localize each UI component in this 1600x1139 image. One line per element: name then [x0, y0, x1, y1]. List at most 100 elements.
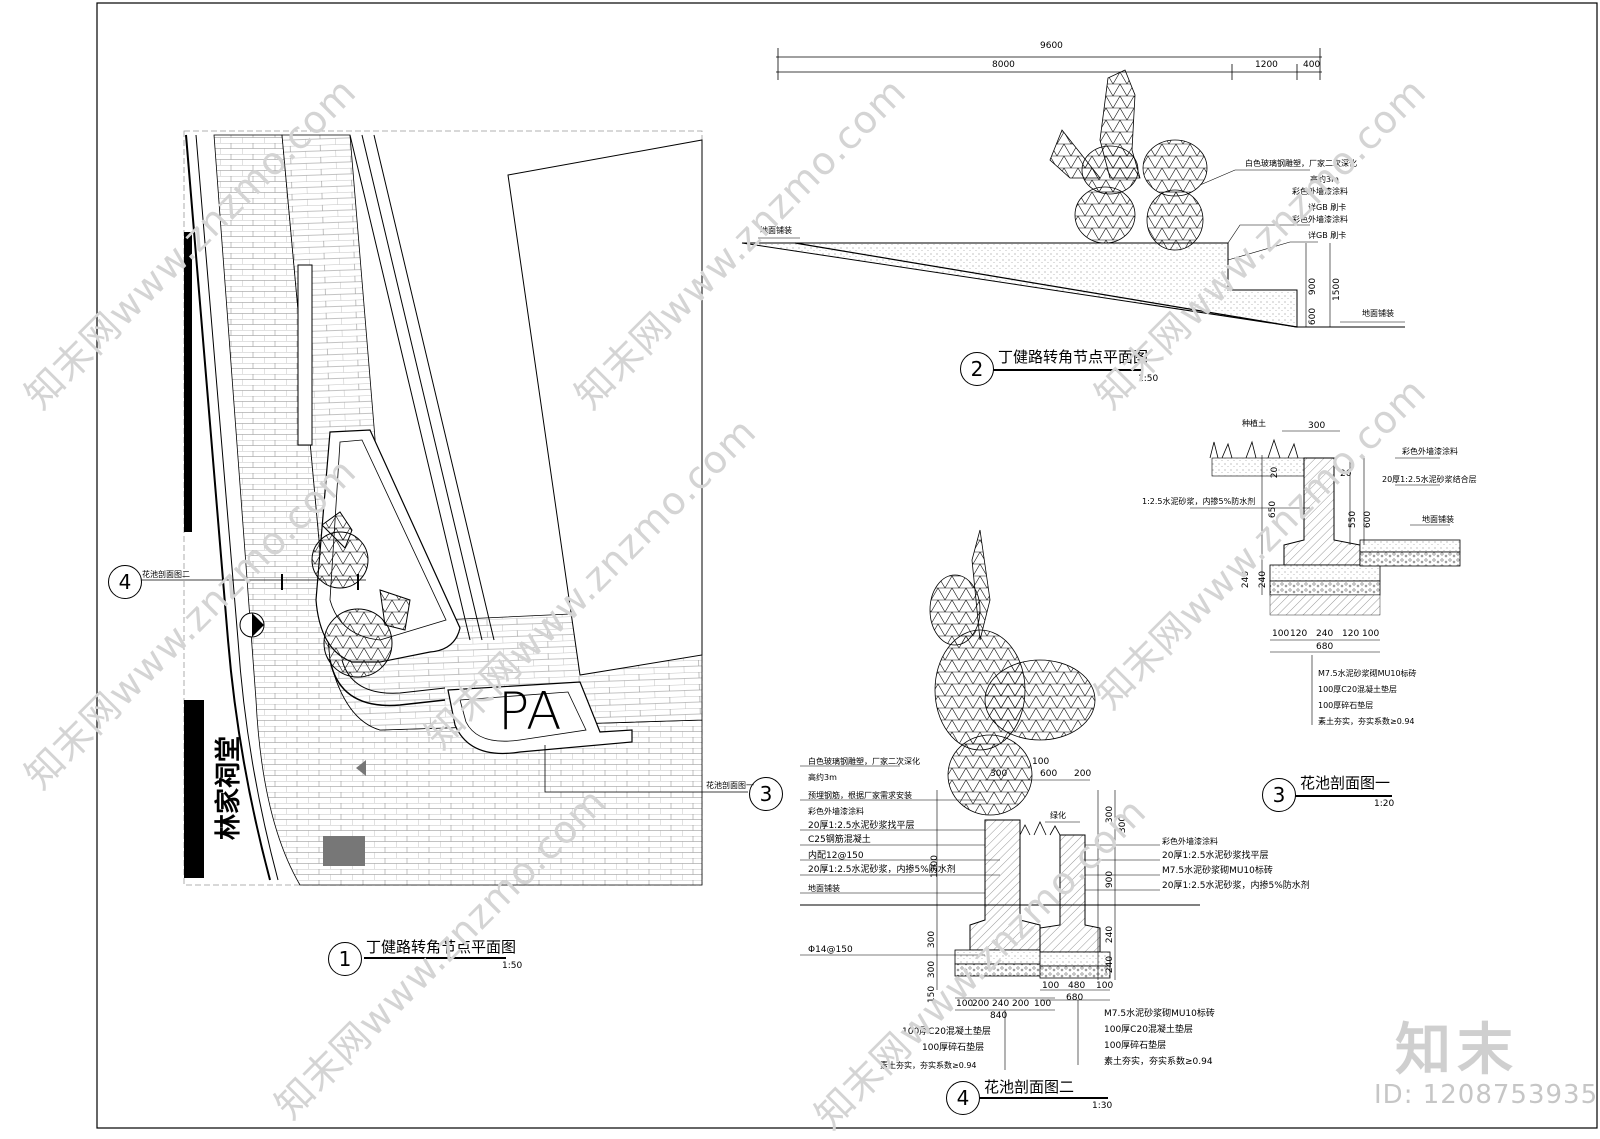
s1-bdim-2: 120 [1290, 629, 1308, 639]
s1-bnote-2: 100厚C20混凝土垫层 [1318, 685, 1398, 694]
drawing-1-title: 丁健路转角节点平面图 [366, 938, 517, 956]
s2-tdim-100: 100 [1032, 757, 1050, 767]
dim-total: 9600 [1040, 41, 1063, 51]
image-id: ID: 1208753935 [1374, 1080, 1599, 1110]
s1-bdim-5: 100 [1362, 629, 1380, 639]
s2-lnote-6: C25钢筋混凝土 [808, 835, 871, 845]
s2-lnote-5: 20厚1:2.5水泥砂浆找平层 [808, 821, 915, 831]
dim-height-600: 600 [1308, 307, 1319, 326]
s2-bnote-r3: 100厚碎石垫层 [1104, 1041, 1167, 1051]
callout-4-marker: 4 [108, 565, 142, 599]
s2-bdim-r1: 100 [1042, 981, 1060, 991]
s1-bdim-4: 120 [1342, 629, 1360, 639]
s2-bdim-l4: 200 [1012, 999, 1030, 1009]
s2-tdim-300: 300 [990, 769, 1008, 779]
s2-tdim-200: 200 [1074, 769, 1092, 779]
s2-bnote-l3: 素土夯实，夯实系数≥0.94 [880, 1061, 977, 1070]
s1-bnote-3: 100厚碎石垫层 [1318, 701, 1374, 710]
s2-rnote-4: 20厚1:2.5水泥砂浆，内掺5%防水剂 [1162, 881, 1310, 891]
s1-vdim-20: 20 [1340, 469, 1352, 479]
s2-bdim-l1: 100 [956, 999, 974, 1009]
s2-vdim-3: 300 [927, 930, 938, 949]
s2-rebar: Φ14@150 [808, 945, 853, 955]
s2-lnote-2: 高约3m [808, 773, 837, 782]
s2-btotal-left: 840 [990, 1011, 1008, 1021]
s2-vdim-2: 1200 [929, 855, 940, 878]
s2-bdim-r2: 480 [1068, 981, 1086, 991]
s1-btotal: 680 [1316, 642, 1334, 652]
elev-note-3: 彩色外墙漆涂料 [1292, 187, 1348, 196]
callout-3-marker: 3 [749, 777, 783, 811]
elev-note-1: 白色玻璃钢雕塑，厂家二次深化 [1245, 159, 1357, 168]
elev-note-5: 彩色外墙漆涂料 [1292, 215, 1348, 224]
elev-note-6: 详GB 刷卡 [1308, 231, 1347, 240]
drawing-4-number: 4 [946, 1081, 980, 1115]
s2-bdim-l2: 200 [972, 999, 990, 1009]
section-1-drawing [1190, 430, 1461, 725]
dim-height-1500: 1500 [1331, 278, 1342, 301]
s2-rnote-1: 彩色外墙漆涂料 [1162, 837, 1218, 846]
s2-vdim-9: 240 [1105, 955, 1116, 974]
section-2-drawing [800, 529, 1200, 1070]
s2-tdim-600: 600 [1040, 769, 1058, 779]
s2-rnote-2: 20厚1:2.5水泥砂浆找平层 [1162, 851, 1269, 861]
s2-bdim-r3: 100 [1096, 981, 1114, 991]
s2-bdim-l5: 100 [1034, 999, 1052, 1009]
s1-vdim-600: 600 [1363, 510, 1374, 529]
s1-top-dim: 300 [1308, 421, 1326, 431]
s1-note-left: 1:2.5水泥砂浆，内掺5%防水剂 [1142, 497, 1256, 506]
s1-bnote-1: M7.5水泥砂浆砌MU10标砖 [1318, 669, 1417, 678]
s1-note-r2: 20厚1:2.5水泥砂浆结合层 [1382, 475, 1477, 484]
s1-vdim-550: 550 [1348, 510, 1359, 529]
drawing-4-scale: 1:30 [1092, 1101, 1113, 1111]
s2-lnote-7: 内配12@150 [808, 851, 864, 861]
s1-note-r1: 彩色外墙漆涂料 [1402, 447, 1458, 456]
drawing-2-scale: 1:50 [1138, 374, 1159, 384]
elevation-drawing [741, 48, 1405, 328]
s1-bdim-3: 240 [1316, 629, 1334, 639]
pa-label: PA [498, 682, 562, 742]
s2-lnote-3: 预埋钢筋，根据厂家需求安装 [808, 791, 912, 800]
s2-rnote-3: M7.5水泥砂浆砌MU10标砖 [1162, 866, 1273, 876]
ground-paving-right: 地面铺装 [1362, 309, 1394, 318]
ground-paving-left: 地面铺装 [760, 226, 792, 235]
road-label: 林家祠堂 [214, 735, 244, 840]
s2-lnote-1: 白色玻璃钢雕塑，厂家二次深化 [808, 757, 920, 766]
s1-planting: 种植土 [1242, 419, 1266, 428]
drawing-2-title: 丁健路转角节点平面图 [998, 348, 1149, 366]
s2-bnote-r2: 100厚C20混凝土垫层 [1104, 1025, 1193, 1035]
s2-lnote-4: 彩色外墙漆涂料 [808, 807, 864, 816]
site-plan [132, 130, 748, 886]
brand-logo: 知末 [1395, 1018, 1519, 1083]
dim-height-900: 900 [1308, 277, 1319, 296]
s1-note-r3: 地面铺装 [1422, 515, 1454, 524]
s1-vdim-20b: 20 [1270, 466, 1281, 479]
sheet-frame [96, 2, 1598, 1129]
s2-lnote-9: 地面铺装 [808, 884, 840, 893]
dim-8000: 8000 [992, 60, 1015, 70]
dim-400: 400 [1303, 60, 1321, 70]
drawing-1-number: 1 [328, 942, 362, 976]
drawing-4-title: 花池剖面图二 [984, 1078, 1075, 1096]
s2-bnote-r4: 素土夯实，夯实系数≥0.94 [1104, 1057, 1213, 1067]
drawing-3-number: 3 [1262, 778, 1296, 812]
dim-1200: 1200 [1255, 60, 1278, 70]
s2-btotal-right: 680 [1066, 993, 1084, 1003]
callout-3-text: 花池剖面图一 [706, 781, 754, 790]
callout-4-text: 花池剖面图二 [142, 570, 190, 579]
s2-bnote-l2: 100厚碎石垫层 [922, 1043, 985, 1053]
drawing-3-scale: 1:20 [1374, 799, 1395, 809]
elev-note-4: 详GB 刷卡 [1308, 203, 1347, 212]
s1-bdim-1: 100 [1272, 629, 1290, 639]
s2-bnote-r1: M7.5水泥砂浆砌MU10标砖 [1104, 1009, 1215, 1019]
s2-green: 绿化 [1050, 811, 1066, 820]
drawing-3-title: 花池剖面图一 [1300, 774, 1391, 792]
elev-note-2: 高约3m [1310, 175, 1339, 184]
drawing-2-number: 2 [960, 352, 994, 386]
s2-bdim-l3: 240 [992, 999, 1010, 1009]
s2-lnote-8: 20厚1:2.5水泥砂浆，内掺5%防水剂 [808, 865, 956, 875]
s2-bnote-l1: 100厚C20混凝土垫层 [902, 1027, 991, 1037]
s2-vdim-7: 900 [1105, 870, 1116, 889]
